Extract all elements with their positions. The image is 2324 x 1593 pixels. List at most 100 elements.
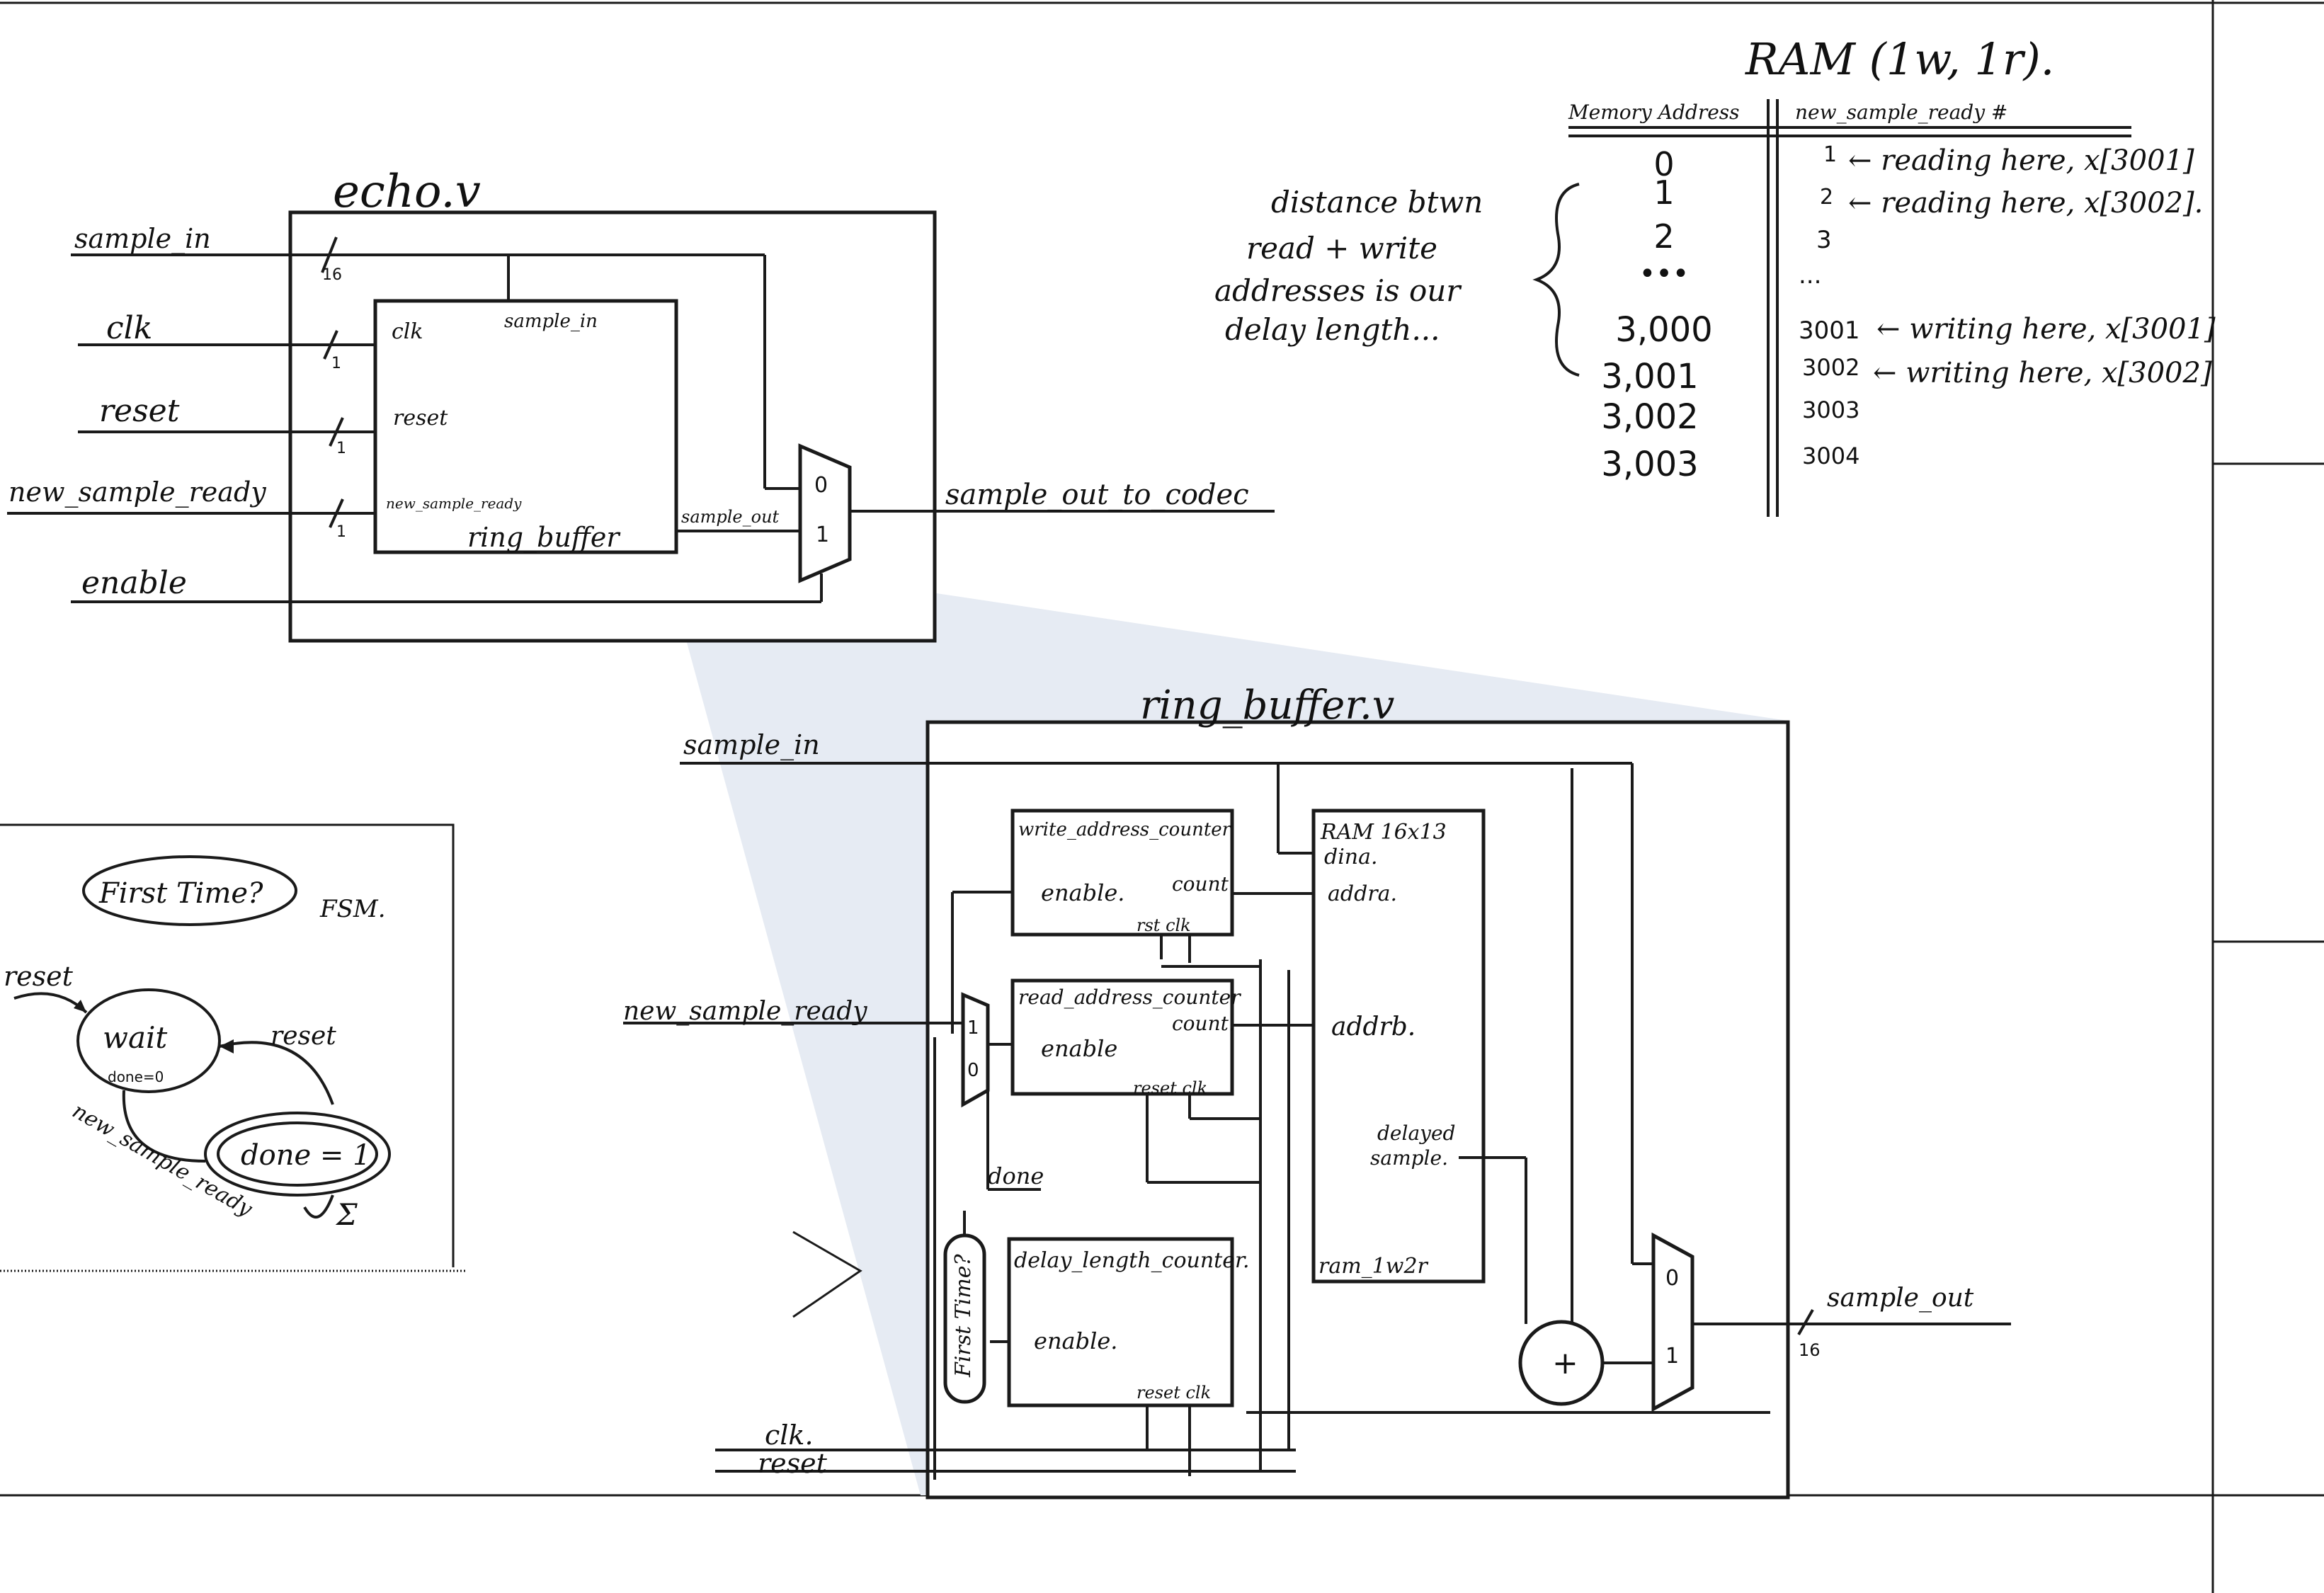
ram-table-col-address: Memory Address: [1568, 101, 1740, 124]
echo-mux-1: 1: [816, 523, 829, 547]
fsm-panel-border: [0, 823, 455, 1267]
ram-row-num: 3004: [1802, 442, 1859, 469]
ram-row-num: 3002: [1802, 354, 1859, 381]
write-counter-name: write_address_counter: [1018, 819, 1232, 840]
ram-row-num: 1: [1823, 142, 1837, 167]
ring-block-name: ring_buffer: [467, 522, 621, 554]
ram-title: RAM 16x13: [1320, 820, 1447, 845]
ram-row-addr: 3,001: [1601, 357, 1698, 396]
ram-delayed: delayed: [1377, 1121, 1455, 1145]
rb-input-sample-in: sample_in: [683, 729, 820, 761]
write-counter-enable: enable.: [1041, 879, 1124, 906]
ring-port-sample-out: sample_out: [681, 507, 780, 527]
ram-row-num: 2: [1820, 185, 1833, 210]
fsm-transition-arc: [122, 1090, 206, 1163]
read-counter-count: count.: [1172, 1012, 1235, 1035]
fsm-self-loop-label: Σ: [335, 1197, 358, 1232]
read-counter-enable: enable: [1041, 1035, 1117, 1062]
ram-row-num: 3001: [1799, 316, 1860, 345]
ram-row-addr: •••: [1639, 258, 1690, 290]
ram-sample: sample.: [1370, 1146, 1448, 1170]
echo-title: echo.v: [333, 166, 481, 218]
echo-mux-0: 0: [814, 473, 828, 498]
connector-arrow: [792, 1231, 862, 1318]
echo-ring-buffer-block: [373, 299, 678, 554]
rb-input-reset: reset: [758, 1448, 828, 1479]
write-address-counter: [1010, 809, 1234, 937]
ram-addra: addra.: [1328, 881, 1397, 906]
fsm-reset-arc-label: reset: [270, 1022, 336, 1051]
rb-output-width: 16: [1799, 1340, 1821, 1360]
write-counter-reset-clk: rst clk: [1137, 915, 1191, 935]
ram-row-note: ← writing here, x[3002]: [1873, 357, 2212, 389]
ram-row-note: ← writing here, x[3001]: [1876, 313, 2216, 346]
echo-input-reset: reset: [99, 393, 180, 429]
ram-row-addr: 2: [1653, 217, 1674, 256]
ram-row-addr: 3,002: [1601, 397, 1698, 437]
echo-width-16: 16: [322, 266, 342, 284]
echo-input-clk: clk: [106, 310, 152, 346]
ram-row-num: 3: [1816, 226, 1832, 254]
echo-output-mux: [798, 443, 852, 583]
echo-input-sample-in: sample_in: [74, 223, 211, 255]
ring-port-clk: clk: [392, 319, 423, 344]
fsm-label: FSM.: [319, 895, 386, 923]
output-mux-1: 1: [1665, 1344, 1679, 1369]
read-counter-name: read_address_counter: [1018, 986, 1241, 1009]
echo-output-label: sample_out_to_codec: [945, 479, 1249, 511]
fsm-state-wait: [76, 988, 221, 1093]
read-address-counter: [1010, 978, 1234, 1096]
echo-width-1b: 1: [336, 440, 346, 457]
distance-note-line: addresses is our: [1214, 273, 1462, 308]
fsm-self-loop: [303, 1194, 334, 1218]
delay-counter-name: delay_length_counter.: [1014, 1248, 1250, 1273]
ring-buffer-module: ring_buffer.v sample_in new_sample_ready…: [623, 683, 2011, 1500]
ram-name: ram_1w2r: [1318, 1254, 1429, 1279]
ram-row-addr: 3,000: [1615, 310, 1712, 350]
fsm-done-label: done = 1: [241, 1139, 371, 1172]
output-mux: [1651, 1232, 1694, 1412]
first-time-pill: [943, 1233, 986, 1404]
ram-table-col-sample: new_sample_ready #: [1795, 101, 2007, 124]
output-mux-0: 0: [1665, 1266, 1679, 1291]
fsm-transition-label: new_sample_ready: [68, 1099, 257, 1222]
ram-row-num: ...: [1799, 261, 1821, 290]
echo-width-1a: 1: [331, 355, 341, 372]
ram-table-title: RAM (1w, 1r).: [1745, 33, 2054, 85]
ram-table-rows: 0 1 ← reading here, x[3001] 1 2 ← readin…: [1601, 142, 2216, 484]
fsm-wait-sub: done=0: [108, 1068, 164, 1085]
delay-counter-reset-clk: reset clk: [1137, 1383, 1211, 1403]
ram-row-addr: 3,003: [1601, 445, 1698, 484]
fsm-title: First Time?: [98, 877, 263, 910]
fsm-title-oval: [82, 855, 297, 926]
enable-mux-1: 1: [967, 1017, 979, 1039]
enable-mux-0: 0: [967, 1060, 979, 1081]
ram-row-num: 3003: [1802, 396, 1859, 423]
fsm-reset-arc: [219, 1041, 334, 1105]
distance-note-line: distance btwn: [1271, 185, 1483, 219]
ring-port-reset: reset: [393, 406, 448, 430]
ring-port-new-sample-ready: new_sample_ready: [386, 495, 522, 512]
rb-input-new-sample-ready: new_sample_ready: [623, 997, 867, 1026]
distance-brace: [1532, 183, 1580, 377]
first-time-label: First Time?: [951, 1253, 976, 1378]
fsm-reset-in: reset: [4, 961, 74, 992]
delay-counter-enable: enable.: [1034, 1328, 1117, 1354]
fsm-panel: First Time? FSM. reset wait done=0 reset…: [0, 823, 467, 1272]
adder-symbol: +: [1552, 1345, 1578, 1381]
fsm-reset-arrow: [13, 992, 88, 1014]
write-counter-count: count: [1172, 872, 1229, 896]
ram-row-addr: 1: [1653, 173, 1674, 212]
delay-length-counter: [1007, 1237, 1234, 1408]
ring-buffer-title: ring_buffer.v: [1140, 683, 1395, 729]
read-counter-reset-clk: reset clk: [1133, 1078, 1207, 1098]
rb-output-sample-out: sample_out: [1827, 1284, 1974, 1313]
rb-done-label: done: [988, 1163, 1044, 1189]
echo-module: echo.v sample_in clk reset new_sample_re…: [7, 166, 1275, 643]
echo-input-enable: enable: [81, 565, 187, 601]
ram-dina: dina.: [1324, 845, 1378, 869]
fsm-state-done: [217, 1121, 378, 1187]
echo-width-1c: 1: [336, 523, 346, 541]
distance-note-line: read + write: [1246, 231, 1437, 266]
